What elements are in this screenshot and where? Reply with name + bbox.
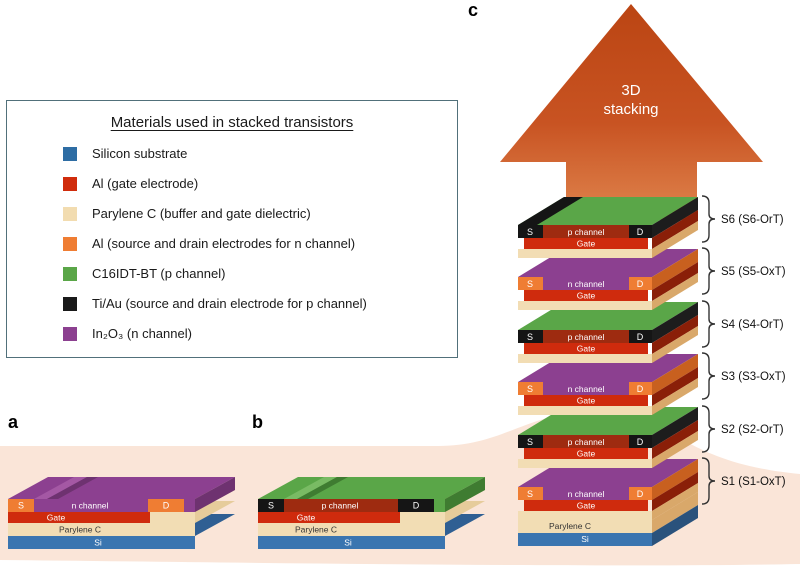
channel-label: p channel <box>568 332 605 342</box>
stack-brackets: S6 (S6-OrT) S5 (S5-OxT) S4 (S4-OrT) S3 (… <box>701 195 786 505</box>
drain-label: D <box>163 501 170 511</box>
legend-item-label: Silicon substrate <box>92 146 188 161</box>
dielectric-label: Parylene C <box>295 525 337 535</box>
bracket-s3 <box>701 352 716 400</box>
stack-unit-s6: S p channel D Gate <box>518 197 698 258</box>
legend-item-label: Al (source and drain electrodes for n ch… <box>92 236 356 251</box>
legend-title: Materials used in stacked transistors <box>110 114 354 131</box>
legend-item: In₂O₃ (n channel) <box>63 326 457 341</box>
c16idt-bt-swatch <box>63 266 77 281</box>
gate-al-swatch <box>63 176 77 191</box>
bracket-s6 <box>701 195 716 243</box>
stack-figure: Parylene C Si S n channel D Gate <box>518 195 786 546</box>
stack-unit-label-s6: S6 (S6-OrT) <box>721 214 784 226</box>
in2o3-swatch <box>63 326 77 341</box>
legend-item-label: In₂O₃ (n channel) <box>92 326 192 341</box>
bracket-s4 <box>701 300 716 348</box>
source-label: S <box>268 501 274 511</box>
silicon-swatch <box>63 146 77 161</box>
stack-unit-label-s5: S5 (S5-OxT) <box>721 266 786 278</box>
drain-label: D <box>637 437 644 447</box>
dielectric-label: Parylene C <box>59 525 101 535</box>
gate-label: Gate <box>47 513 66 523</box>
legend-item: Ti/Au (source and drain electrode for p … <box>63 296 457 311</box>
channel-label: n channel <box>72 501 109 511</box>
bracket-s5 <box>701 247 716 295</box>
channel-label: p channel <box>568 227 605 237</box>
panel-label-b: b <box>252 412 263 432</box>
source-label: S <box>527 437 533 447</box>
gate-label: Gate <box>577 396 596 406</box>
al-sd-swatch <box>63 236 77 251</box>
legend-item-label: Parylene C (buffer and gate dielectric) <box>92 206 311 221</box>
legend-item: Al (gate electrode) <box>63 176 457 191</box>
drain-label: D <box>637 332 644 342</box>
channel-label: p channel <box>322 501 359 511</box>
tiau-swatch <box>63 296 77 311</box>
channel-label: n channel <box>568 279 605 289</box>
channel-label: n channel <box>568 489 605 499</box>
legend-item-label: Al (gate electrode) <box>92 176 199 191</box>
device-b-figure: S p channel D Gate Parylene C Si <box>258 477 485 549</box>
drain-label: D <box>413 501 420 511</box>
panel-label-a: a <box>8 412 19 432</box>
channel-label: n channel <box>568 384 605 394</box>
stack-unit-label-s4: S4 (S4-OrT) <box>721 319 784 331</box>
gate-label: Gate <box>577 449 596 459</box>
legend-item-label: C16IDT-BT (p channel) <box>92 266 226 281</box>
stack-unit-s3: S n channel D Gate <box>518 354 698 415</box>
gate-label: Gate <box>297 513 316 523</box>
stack-unit-label-s2: S2 (S2-OrT) <box>721 424 784 436</box>
parylene-swatch <box>63 206 77 221</box>
drain-label: D <box>637 227 644 237</box>
legend-item: Parylene C (buffer and gate dielectric) <box>63 206 457 221</box>
drain-label: D <box>637 489 644 499</box>
legend-item: Al (source and drain electrodes for n ch… <box>63 236 457 251</box>
stack-unit-s5: S n channel D Gate <box>518 249 698 310</box>
legend-item: C16IDT-BT (p channel) <box>63 266 457 281</box>
arrow-label-line1: 3D <box>621 82 640 99</box>
bracket-s1 <box>701 457 716 505</box>
drain-label: D <box>637 279 644 289</box>
source-label: S <box>527 489 533 499</box>
gate-label: Gate <box>577 344 596 354</box>
channel-label: p channel <box>568 437 605 447</box>
stack-unit-s4: S p channel D Gate <box>518 302 698 363</box>
drain-label: D <box>637 384 644 394</box>
source-label: S <box>527 227 533 237</box>
stack-substrate-label: Si <box>581 534 589 544</box>
device-a-figure: S n channel D Gate Parylene C Si <box>8 477 235 549</box>
arrow-label-line2: stacking <box>603 101 658 118</box>
bracket-s2 <box>701 405 716 453</box>
stacking-arrow: 3D stacking <box>500 4 763 220</box>
source-label: S <box>527 332 533 342</box>
gate-label: Gate <box>577 501 596 511</box>
source-label: S <box>18 501 24 511</box>
materials-legend: Materials used in stacked transistors Si… <box>6 100 458 358</box>
panel-label-c: c <box>468 0 479 20</box>
substrate-label: Si <box>94 538 102 548</box>
stack-unit-label-s3: S3 (S3-OxT) <box>721 371 786 383</box>
stack-unit-label-s1: S1 (S1-OxT) <box>721 476 786 488</box>
legend-item-label: Ti/Au (source and drain electrode for p … <box>92 296 367 311</box>
source-label: S <box>527 384 533 394</box>
stack-dielectric-label: Parylene C <box>549 521 591 531</box>
source-label: S <box>527 279 533 289</box>
substrate-label: Si <box>344 538 352 548</box>
stack-substrate: Parylene C Si <box>518 492 698 546</box>
legend-item: Silicon substrate <box>63 146 457 161</box>
gate-label: Gate <box>577 239 596 249</box>
gate-label: Gate <box>577 291 596 301</box>
